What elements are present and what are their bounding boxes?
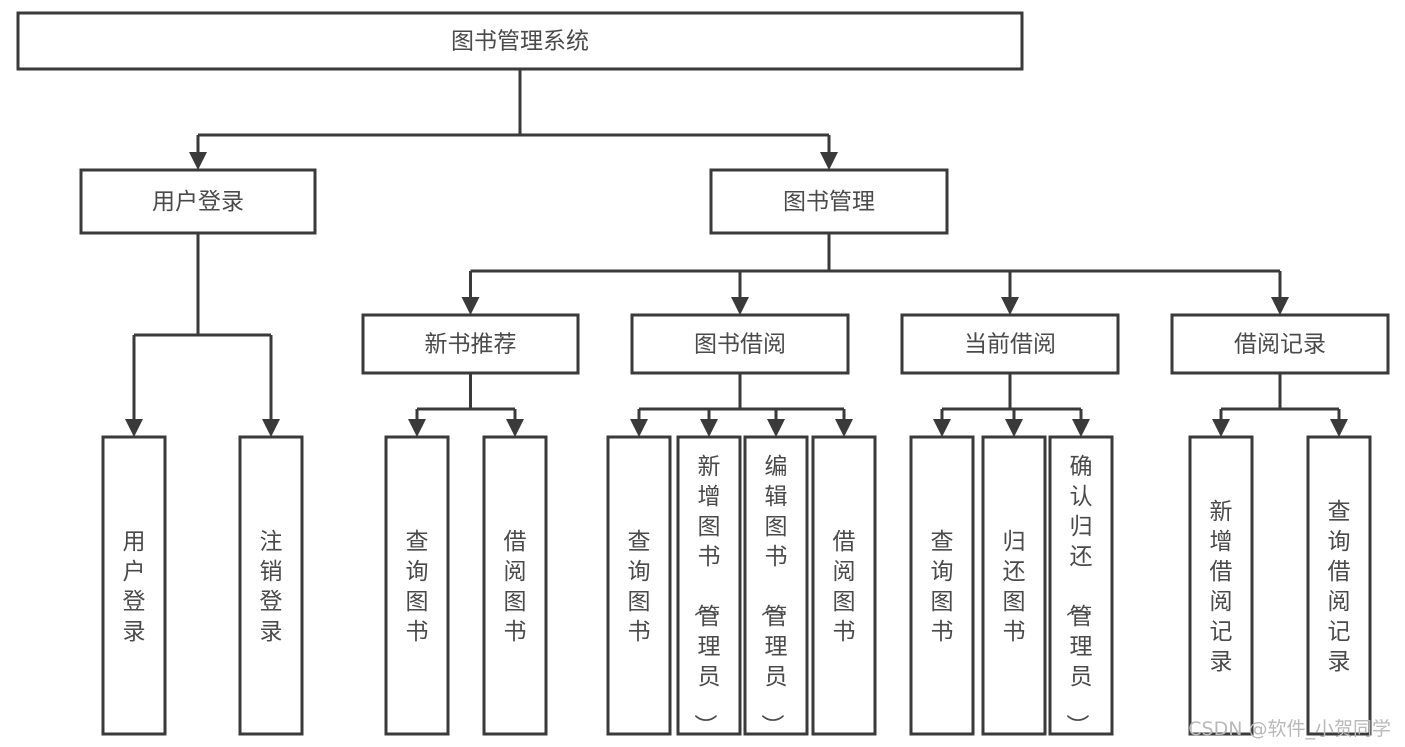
node-box-book-manage[interactable] <box>709 168 949 235</box>
node-label-book-borrow: 图书借阅 <box>694 332 786 358</box>
node-leaf-borrow-book-2[interactable]: 借阅图书 <box>811 435 877 736</box>
node-box-leaf-borrow-book-2[interactable] <box>811 435 877 736</box>
arrow-head-icon-user-login <box>189 152 207 170</box>
node-label-current-borrow: 当前借阅 <box>964 332 1056 358</box>
arrow-head-icon-leaf-add-book-admin <box>700 419 718 437</box>
node-label-leaf-query-borrow-record: 查询借阅记录 <box>1328 499 1351 675</box>
arrow-head-icon-leaf-add-borrow-record <box>1212 419 1230 437</box>
node-leaf-user-login[interactable]: 用户登录 <box>101 435 167 736</box>
node-box-leaf-borrow-book-1[interactable] <box>482 435 548 736</box>
node-label-leaf-edit-book-admin: 编辑图书（管理员） <box>759 454 788 737</box>
node-box-leaf-add-book-admin[interactable] <box>676 435 742 736</box>
node-box-leaf-edit-book-admin[interactable] <box>743 435 809 736</box>
node-borrow-record[interactable]: 借阅记录 <box>1170 313 1390 375</box>
node-label-leaf-query-book-3: 查询图书 <box>931 529 954 645</box>
node-leaf-query-book-1[interactable]: 查询图书 <box>384 435 450 736</box>
node-leaf-add-book-admin[interactable]: 新增图书（管理员） <box>676 435 742 737</box>
node-label-root: 图书管理系统 <box>451 29 589 55</box>
node-box-leaf-query-borrow-record[interactable] <box>1306 435 1372 736</box>
node-book-manage[interactable]: 图书管理 <box>709 168 949 235</box>
node-leaf-query-borrow-record[interactable]: 查询借阅记录 <box>1306 435 1372 736</box>
node-box-leaf-confirm-return-admin[interactable] <box>1048 435 1114 736</box>
node-leaf-query-book-3[interactable]: 查询图书 <box>909 435 975 736</box>
node-leaf-add-borrow-record[interactable]: 新增借阅记录 <box>1188 435 1254 736</box>
node-box-leaf-user-login[interactable] <box>101 435 167 736</box>
node-box-leaf-query-book-1[interactable] <box>384 435 450 736</box>
node-box-leaf-add-borrow-record[interactable] <box>1188 435 1254 736</box>
arrow-head-icon-leaf-edit-book-admin <box>767 419 785 437</box>
nodes-layer: 图书管理系统用户登录图书管理新书推荐图书借阅当前借阅借阅记录用户登录注销登录查询… <box>16 11 1390 737</box>
node-label-borrow-record: 借阅记录 <box>1234 332 1326 358</box>
arrow-head-icon-leaf-user-login <box>125 419 143 437</box>
arrow-head-icon-current-borrow <box>1001 297 1019 315</box>
node-label-new-book-recommend: 新书推荐 <box>425 332 517 358</box>
arrow-head-icon-leaf-query-borrow-record <box>1330 419 1348 437</box>
node-user-login[interactable]: 用户登录 <box>79 168 317 235</box>
arrow-head-icon-leaf-query-book-1 <box>408 419 426 437</box>
node-label-book-manage: 图书管理 <box>783 189 875 215</box>
node-new-book-recommend[interactable]: 新书推荐 <box>361 313 580 375</box>
arrow-head-icon-borrow-record <box>1271 297 1289 315</box>
node-box-new-book-recommend[interactable] <box>361 313 580 375</box>
arrow-head-icon-leaf-user-logout <box>262 419 280 437</box>
node-label-leaf-confirm-return-admin: 确认归还（管理员） <box>1064 454 1093 737</box>
arrow-head-icon-new-book-recommend <box>461 297 480 315</box>
node-label-user-login: 用户登录 <box>152 189 244 215</box>
arrow-head-icon-leaf-confirm-return-admin <box>1072 419 1090 437</box>
node-current-borrow[interactable]: 当前借阅 <box>900 313 1120 375</box>
node-leaf-user-logout[interactable]: 注销登录 <box>238 435 304 736</box>
node-leaf-edit-book-admin[interactable]: 编辑图书（管理员） <box>743 435 809 737</box>
node-box-user-login[interactable] <box>79 168 317 235</box>
node-label-leaf-borrow-book-2: 借阅图书 <box>833 529 856 645</box>
node-box-root[interactable] <box>16 11 1024 71</box>
node-box-book-borrow[interactable] <box>630 313 850 375</box>
node-label-leaf-borrow-book-1: 借阅图书 <box>504 529 527 645</box>
node-leaf-query-book-2[interactable]: 查询图书 <box>606 435 672 736</box>
arrow-head-icon-book-borrow <box>731 297 749 315</box>
node-box-current-borrow[interactable] <box>900 313 1120 375</box>
node-box-leaf-return-book[interactable] <box>981 435 1047 736</box>
node-label-leaf-user-login: 用户登录 <box>123 529 146 645</box>
arrow-head-icon-leaf-borrow-book-1 <box>506 419 524 437</box>
node-label-leaf-return-book: 归还图书 <box>1003 529 1026 645</box>
node-leaf-return-book[interactable]: 归还图书 <box>981 435 1047 736</box>
node-box-borrow-record[interactable] <box>1170 313 1390 375</box>
arrow-head-icon-leaf-query-book-3 <box>933 419 951 437</box>
arrow-head-icon-leaf-borrow-book-2 <box>835 419 853 437</box>
node-label-leaf-add-borrow-record: 新增借阅记录 <box>1210 499 1233 675</box>
node-box-leaf-query-book-2[interactable] <box>606 435 672 736</box>
arrow-head-icon-leaf-query-book-2 <box>630 419 648 437</box>
node-book-borrow[interactable]: 图书借阅 <box>630 313 850 375</box>
arrow-head-icon-leaf-return-book <box>1005 419 1023 437</box>
connectors-layer <box>125 69 1348 437</box>
node-label-leaf-query-book-2: 查询图书 <box>628 529 651 645</box>
node-label-leaf-query-book-1: 查询图书 <box>406 529 429 645</box>
node-label-leaf-user-logout: 注销登录 <box>260 529 283 645</box>
node-leaf-confirm-return-admin[interactable]: 确认归还（管理员） <box>1048 435 1114 737</box>
node-box-leaf-user-logout[interactable] <box>238 435 304 736</box>
node-label-leaf-add-book-admin: 新增图书（管理员） <box>692 454 721 737</box>
arrow-head-icon-book-manage <box>820 152 838 170</box>
node-root[interactable]: 图书管理系统 <box>16 11 1024 71</box>
node-box-leaf-query-book-3[interactable] <box>909 435 975 736</box>
node-leaf-borrow-book-1[interactable]: 借阅图书 <box>482 435 548 736</box>
